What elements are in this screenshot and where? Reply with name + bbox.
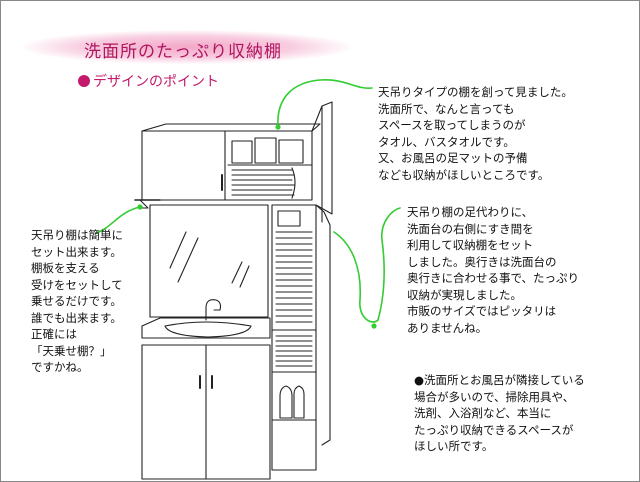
note-line: 利用して収納棚をセット: [407, 238, 534, 252]
note-line: なども収納がほしいところです。: [378, 167, 550, 182]
note-easy-setup: 天吊り棚は簡単にセット出来ます。棚板を支える受けをセットして乗せるだけです。誰で…: [31, 227, 123, 376]
note-line: しました。奥行きは洗面台の: [407, 254, 557, 269]
mirror: [149, 204, 269, 318]
note-line: 又、お風呂の足マットの予備: [378, 151, 528, 165]
faucet: [205, 299, 222, 321]
towel-stack-lower: [275, 335, 313, 367]
note-line: 乗せるだけです。: [31, 294, 122, 308]
note-line: 洗面所で、なんと言っても: [378, 101, 515, 116]
note-line: 正確には: [31, 327, 77, 341]
note-line: ですかね。: [31, 360, 89, 374]
design-point-label: デザインのポイント: [93, 74, 219, 90]
note-line: 洗剤、入浴剤など、本当に: [414, 406, 552, 420]
note-line: タオル、バスタオルです。: [378, 134, 515, 149]
callout-line-top: [277, 79, 373, 128]
towel-stack-upper: [231, 167, 296, 199]
note-line: 天吊りタイプの棚を創って見ました。: [378, 85, 573, 99]
sink-bowl: [164, 321, 252, 338]
note-line: 誰でも出来ます。: [31, 310, 122, 325]
note-line: 市販のサイズではピッタリは: [407, 304, 557, 318]
callout-line-right: [333, 207, 401, 323]
page-title: 洗面所のたっぷり収納棚: [84, 42, 282, 62]
callout-line-left: [95, 206, 141, 234]
bracket-left: [139, 199, 149, 209]
side-shelf: [271, 204, 317, 471]
callout-dot-right: [371, 323, 377, 329]
note-line: 収納が実現しました。: [407, 287, 522, 302]
vanity-top: [141, 317, 271, 339]
towel-stack-middle: [275, 231, 313, 323]
title-highlight: [22, 30, 352, 64]
note-line: ほしい所です。: [414, 439, 494, 453]
note-hanging-shelf: 天吊りタイプの棚を創って見ました。洗面所で、なんと言ってもスペースを取ってしまう…: [378, 84, 573, 183]
note-bathroom-storage: ●洗面所とお風呂が隣接している場合が多いので、掃除用具や、洗剤、入浴剤など、本当…: [414, 372, 585, 455]
note-line: ありませんね。: [407, 320, 488, 335]
note-line: 場合が多いので、掃除用具や、: [414, 389, 575, 404]
design-point-heading: デザインのポイント: [78, 71, 219, 91]
note-line: たっぷり収納できるスペースが: [414, 422, 574, 437]
note-line: スペースを取ってしまうのが: [378, 118, 526, 132]
note-side-storage: 天吊り棚の足代わりに、洗面台の右側にすき間を利用して収納棚をセットしました。奥行…: [407, 204, 579, 336]
box-1: [231, 140, 253, 164]
callout-dot-top: [275, 124, 281, 130]
note-line: 「天乗せ棚？」: [31, 343, 112, 358]
box-3: [278, 139, 304, 164]
bullet-icon: [78, 75, 90, 87]
box-2: [254, 137, 277, 164]
side-box: [277, 210, 301, 227]
callout-dot-left: [137, 204, 143, 210]
note-line: 洗面台の右側にすき間を: [407, 221, 534, 236]
bottle-2: [293, 385, 305, 419]
note-line: 棚板を支える: [31, 261, 100, 275]
note-line: セット出来ます。: [31, 244, 122, 259]
note-line: 天吊り棚は簡単に: [31, 228, 123, 242]
note-line: 受けをセットして: [31, 277, 123, 292]
note-line: 天吊り棚の足代わりに、: [407, 205, 534, 219]
bottle-1: [279, 385, 293, 419]
note-line: 奥行きに合わせる事で、たっぷり: [407, 271, 580, 285]
upper-cabinet-top: [141, 123, 321, 132]
note-line: ●洗面所とお風呂が隣接している: [414, 373, 585, 387]
